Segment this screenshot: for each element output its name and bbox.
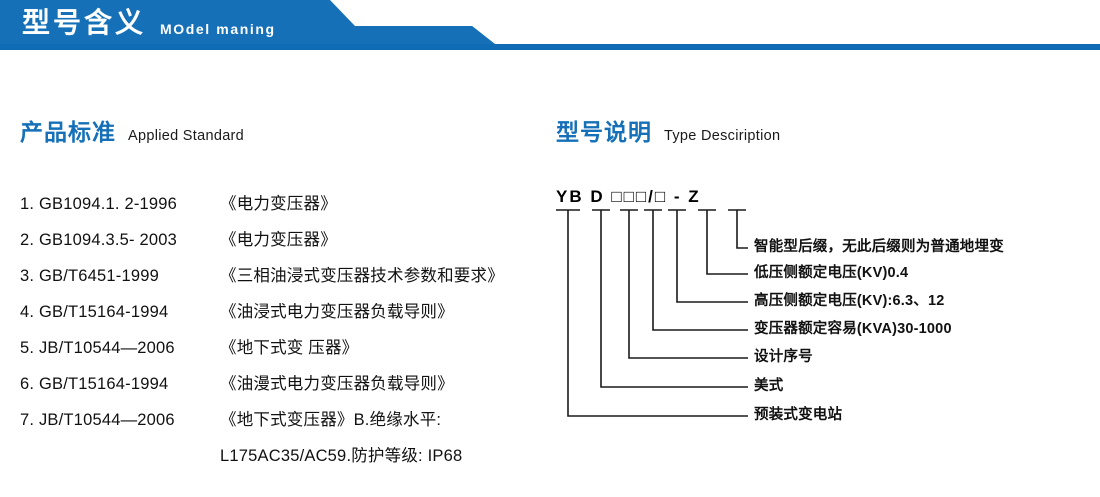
- standard-number: JB/T10544—2006: [38, 411, 175, 429]
- standard-index: 7.: [20, 411, 35, 429]
- standard-index: 3.: [20, 267, 35, 285]
- standard-number: GB1094.1. 2-1996: [38, 195, 178, 213]
- standard-number: JB/T10544—2006: [38, 339, 175, 357]
- standard-title: 《电力变压器》: [220, 195, 337, 213]
- standard-code: 7. JB/T10544—2006: [20, 411, 220, 430]
- standard-title: 《地下式变压器》B.绝缘水平:: [220, 411, 442, 429]
- standard-code: 6. GB/T15164-1994: [20, 375, 220, 394]
- applied-standard-heading-chinese: 产品标准: [20, 119, 116, 145]
- standard-code: 5. JB/T10544—2006: [20, 339, 220, 358]
- leader-line-5: [628, 210, 748, 359]
- leader-label-design-serial: 设计序号: [754, 349, 813, 365]
- standard-list-item: 3. GB/T6451-1999 《三相油浸式变压器技术参数和要求》: [20, 262, 540, 298]
- standard-number: GB/T15164-1994: [38, 375, 169, 393]
- applied-standard-list: 1. GB1094.1. 2-1996 《电力变压器》 2. GB1094.3.…: [20, 190, 540, 478]
- standard-number: GB/T15164-1994: [38, 303, 169, 321]
- leader-line-7: [567, 210, 748, 417]
- standard-list-item: 1. GB1094.1. 2-1996 《电力变压器》: [20, 190, 540, 226]
- leader-label-lv-rated-voltage: 低压侧额定电压(KV)0.4: [754, 265, 909, 281]
- leader-line-1: [736, 210, 748, 249]
- leader-label-hv-rated-voltage: 高压侧额定电压(KV):6.3、12: [754, 293, 945, 309]
- type-description-heading-chinese: 型号说明: [556, 119, 652, 145]
- standard-list-item: 2. GB1094.3.5- 2003 《电力变压器》: [20, 226, 540, 262]
- standard-title: 《电力变压器》: [220, 231, 337, 249]
- leader-label-rated-capacity: 变压器额定容易(KVA)30-1000: [754, 321, 952, 337]
- standard-list-item-continuation: 0. L175AC35/AC59.防护等级: IP68: [20, 442, 540, 478]
- leader-line-3: [676, 210, 748, 303]
- standard-code: 1. GB1094.1. 2-1996: [20, 195, 220, 214]
- banner-background-shape: [0, 0, 1100, 50]
- type-description-heading-english: Type Desciription: [664, 128, 781, 144]
- standard-list-item: 6. GB/T15164-1994 《油漫式电力变压器负载导则》: [20, 370, 540, 406]
- standard-index: 5.: [20, 339, 35, 357]
- standard-index: 4.: [20, 303, 35, 321]
- standard-code: 4. GB/T15164-1994: [20, 303, 220, 322]
- leader-line-6: [600, 210, 748, 388]
- leader-label-intelligent-suffix: 智能型后缀，无此后缀则为普通地埋变: [754, 239, 1004, 255]
- leader-line-4: [652, 210, 748, 331]
- standard-list-item: 5. JB/T10544—2006 《地下式变 压器》: [20, 334, 540, 370]
- standard-title: 《地下式变 压器》: [220, 339, 359, 357]
- leader-label-american-style: 美式: [754, 378, 784, 394]
- model-code-string: YB D □□□/□ - Z: [556, 187, 701, 206]
- banner-title-chinese: 型号含义: [22, 7, 147, 38]
- standard-title: 《三相油浸式变压器技术参数和要求》: [220, 267, 504, 285]
- standard-list-item: 4. GB/T15164-1994 《油浸式电力变压器负载导则》: [20, 298, 540, 334]
- type-description-heading: 型号说明 Type Desciription: [556, 118, 780, 146]
- page-header-banner: 型号含义 MOdel maning: [0, 0, 1100, 56]
- applied-standard-heading-english: Applied Standard: [128, 128, 245, 144]
- applied-standard-heading: 产品标准 Applied Standard: [20, 118, 244, 146]
- standard-code: 2. GB1094.3.5- 2003: [20, 231, 220, 250]
- standard-index: 1.: [20, 195, 35, 213]
- standard-list-item: 7. JB/T10544—2006 《地下式变压器》B.绝缘水平:: [20, 406, 540, 442]
- banner-title-group: 型号含义 MOdel maning: [22, 6, 276, 40]
- standard-title-continued: L175AC35/AC59.防护等级: IP68: [220, 447, 463, 465]
- banner-title-english: MOdel maning: [160, 21, 276, 37]
- type-designation-diagram: YB D □□□/□ - Z 智能型后缀，无此后缀: [548, 186, 1100, 446]
- standard-title: 《油浸式电力变压器负载导则》: [220, 303, 454, 321]
- standard-index: 2.: [20, 231, 35, 249]
- leader-line-2: [706, 210, 748, 275]
- leader-line-group: [556, 209, 748, 417]
- standard-title: 《油漫式电力变压器负载导则》: [220, 375, 454, 393]
- standard-number: GB/T6451-1999: [38, 267, 159, 285]
- leader-label-prefab-substation: 预装式变电站: [754, 407, 843, 423]
- standard-index: 6.: [20, 375, 35, 393]
- standard-code: 3. GB/T6451-1999: [20, 267, 220, 286]
- standard-number: GB1094.3.5- 2003: [38, 231, 178, 249]
